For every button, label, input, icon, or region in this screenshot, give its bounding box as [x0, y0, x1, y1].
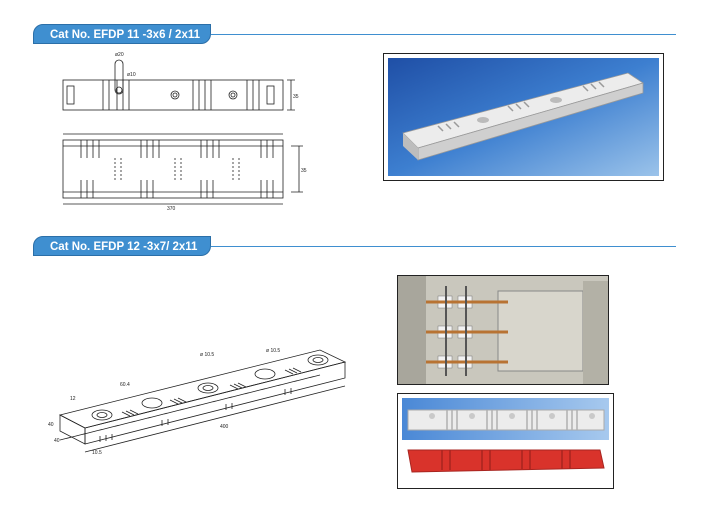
efdp11-insulator-image [388, 58, 659, 176]
dim-height: 40 [48, 422, 54, 428]
dim-height-top: 35 [293, 94, 299, 100]
dim-width: 40 [54, 438, 60, 444]
dim-dia10: ø10 [127, 72, 136, 78]
efdp12-cabinet-photo [397, 275, 609, 385]
efdp11-photo [383, 53, 664, 181]
dim-dia-a: ø 10.5 [200, 352, 214, 358]
dim-12: 12 [70, 396, 76, 402]
efdp12-insulators-photo [397, 393, 614, 489]
efdp12-isometric-drawing: ø 10.5 ø 10.5 60.4 400 40 40 12 10.5 [48, 348, 347, 456]
dim-dia20: ø20 [115, 52, 124, 58]
dim-side: 35 [301, 168, 307, 174]
dim-60-4: 60.4 [120, 382, 130, 388]
dim-total: 370 [167, 206, 176, 210]
cabinet-image [398, 276, 608, 384]
section-header-efdp11: Cat No. EFDP 11 -3x6 / 2x11 [33, 24, 211, 44]
section-header-efdp12: Cat No. EFDP 12 -3x7/ 2x11 [33, 236, 211, 256]
dim-10-5: 10.5 [92, 450, 102, 456]
section-rule-efdp11 [211, 34, 676, 35]
efdp11-technical-drawing: ø20 ø10 35 35 370 [62, 52, 307, 210]
dim-400: 400 [220, 424, 229, 430]
section-rule-efdp12 [211, 246, 676, 247]
insulators-image [402, 398, 609, 484]
dim-dia-b: ø 10.5 [266, 348, 280, 354]
